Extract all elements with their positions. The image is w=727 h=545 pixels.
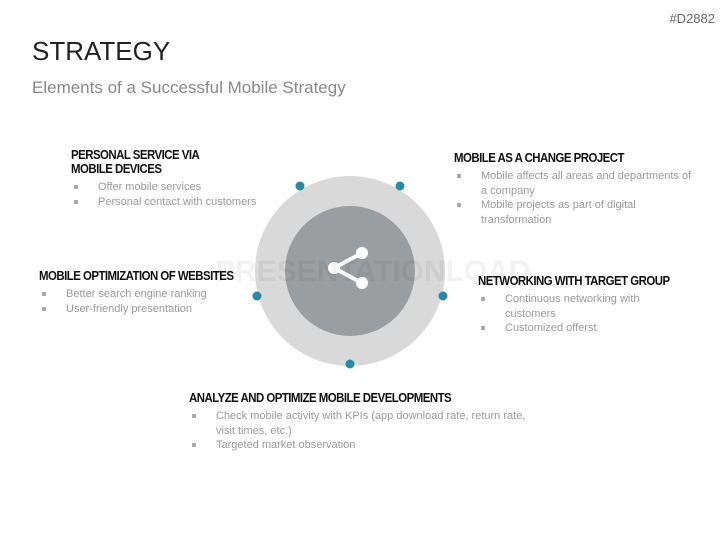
share-icon <box>328 247 368 289</box>
page-subtitle: Elements of a Successful Mobile Strategy <box>32 78 346 97</box>
list-item: Offer mobile services <box>71 180 271 195</box>
list-item: Check mobile activity with KPIs (app dow… <box>189 409 539 438</box>
block-heading: Networking with target group <box>478 273 670 288</box>
block-heading: Analyze and optimize mobile developments <box>189 390 452 405</box>
block-heading-line: MOBILE DEVICES <box>71 161 162 176</box>
block-heading-line: PERSONAL SERVICE VIA <box>71 147 200 162</box>
connector-dot <box>295 181 305 191</box>
connector-dot <box>395 181 405 191</box>
connector-dot <box>438 291 448 301</box>
list-item: Mobile affects all areas and departments… <box>454 169 694 198</box>
block-heading: Mobile as a change project <box>454 150 624 165</box>
connector-dot <box>345 359 355 369</box>
connector-dot <box>252 291 262 301</box>
block-networking: Networking with target group Continuous … <box>478 274 678 336</box>
list-item: Targeted market observation <box>189 438 539 453</box>
list-item: Mobile projects as part of digital trans… <box>454 198 694 227</box>
block-heading: Mobile optimization of websites <box>39 268 234 283</box>
watermark: PRESENTATIONLOAD <box>215 255 531 288</box>
list-item: Continuous networking with customers <box>478 292 678 321</box>
list-item: Better search engine ranking <box>39 287 239 302</box>
slide-code: #D2882 <box>669 11 715 26</box>
page-title: STRATEGY <box>32 36 171 66</box>
block-website-optimization: Mobile optimization of websites Better s… <box>39 269 239 316</box>
list-item: Customized offerst <box>478 321 678 336</box>
list-item: Personal contact with customers <box>71 195 271 210</box>
list-item: User-friendly presentation <box>39 302 239 317</box>
block-change-project: Mobile as a change project Mobile affect… <box>454 151 694 227</box>
block-analyze: Analyze and optimize mobile developments… <box>189 391 539 453</box>
inner-circle <box>285 206 415 336</box>
